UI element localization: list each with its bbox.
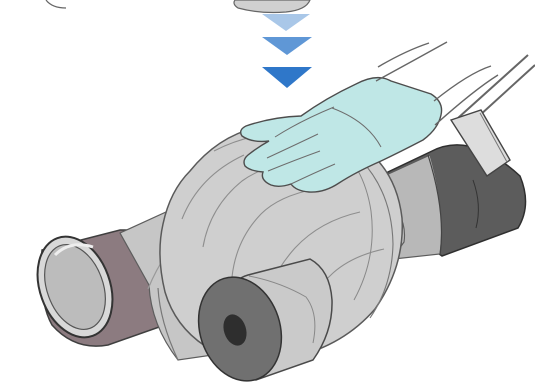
top-wrap-piece	[46, 0, 310, 13]
arrow-1-icon	[262, 14, 310, 31]
arrow-2-icon	[262, 37, 312, 55]
downward-arrows	[262, 14, 312, 88]
arrow-3-icon	[262, 67, 312, 88]
